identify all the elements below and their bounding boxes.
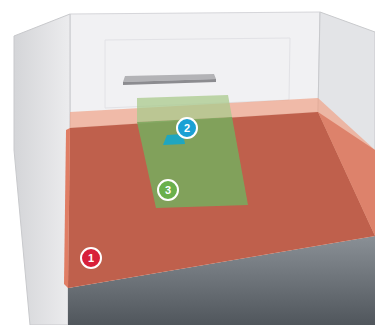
zone-band — [68, 98, 375, 288]
callout-number: 1 — [88, 252, 94, 264]
zone-edge — [318, 112, 375, 236]
shelf-edge — [123, 79, 216, 85]
callout-marker: 3 — [157, 179, 179, 201]
floor-zone — [68, 112, 375, 288]
callout-number: 2 — [184, 122, 190, 134]
callout-marker: 1 — [80, 247, 102, 269]
left-wall — [14, 14, 70, 325]
callout-number: 3 — [165, 184, 171, 196]
strip-zone — [137, 117, 248, 208]
callout-marker: 2 — [176, 117, 198, 139]
zone-edge — [64, 128, 70, 288]
